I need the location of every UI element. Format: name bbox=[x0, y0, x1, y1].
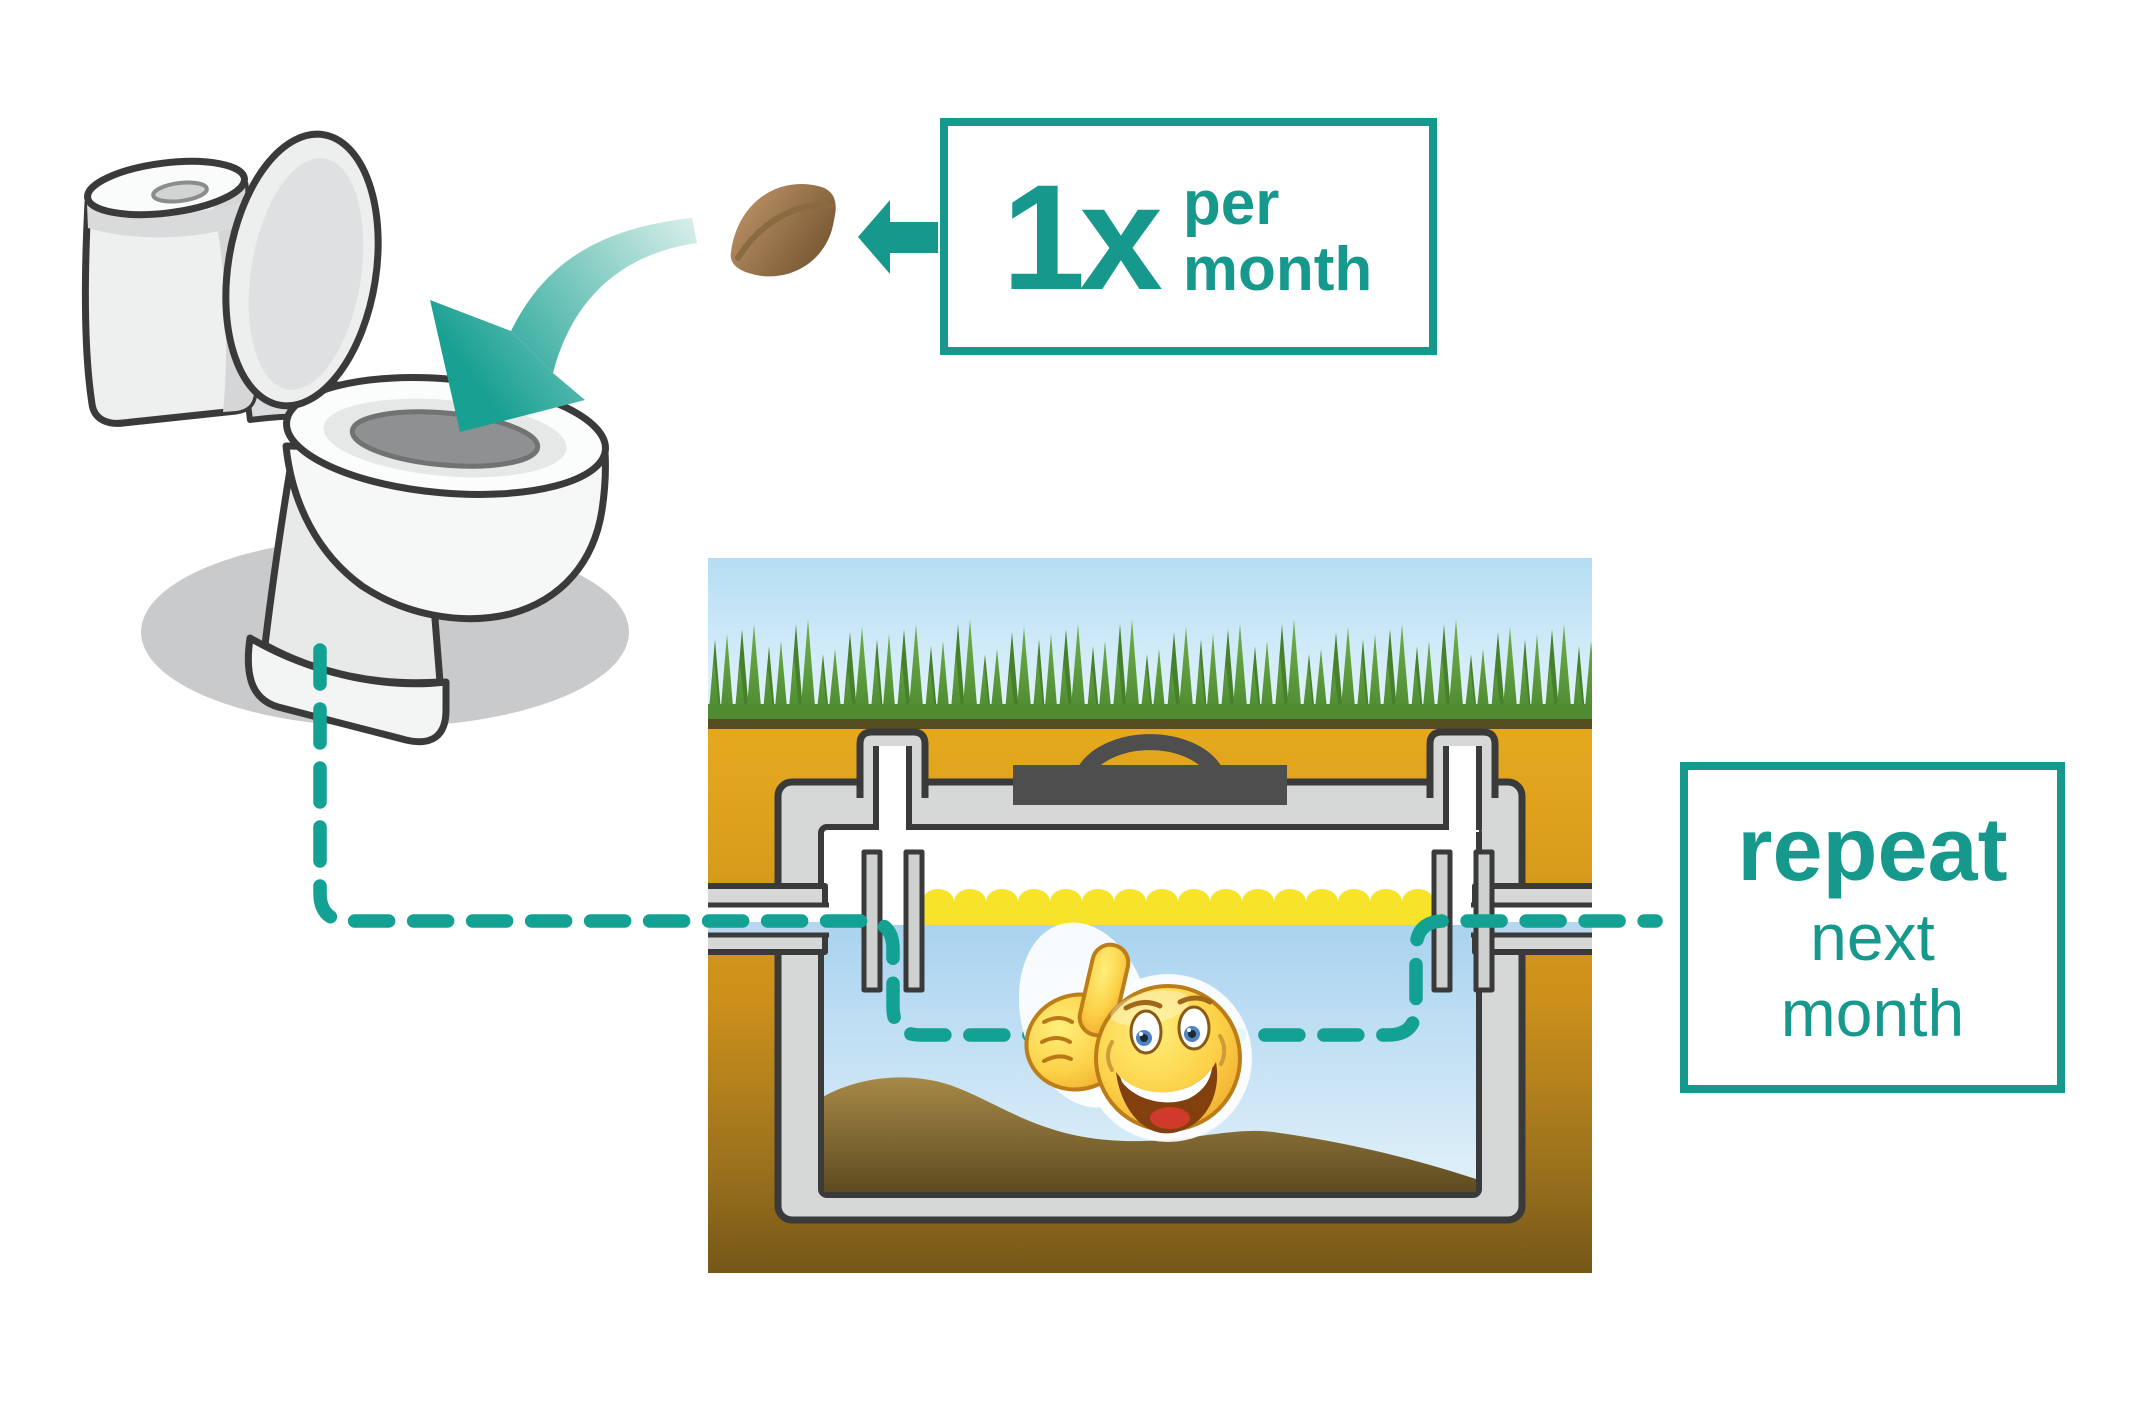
access-hatch bbox=[1013, 765, 1287, 805]
repeat-line1: repeat bbox=[1737, 800, 2008, 901]
toilet-lid-inner bbox=[248, 158, 364, 390]
inlet-baffle bbox=[861, 849, 925, 993]
repeat-box: repeat next month bbox=[1680, 762, 2065, 1093]
sludge-layer bbox=[824, 1077, 1476, 1192]
grass-base bbox=[708, 704, 1592, 719]
treatment-tablet-icon bbox=[730, 184, 836, 277]
flush-button bbox=[151, 180, 209, 204]
cistern-lip bbox=[87, 200, 247, 238]
inlet-riser-channel bbox=[873, 746, 912, 832]
repeat-line3: month bbox=[1780, 976, 1965, 1051]
thumbs-up-emoji-icon bbox=[1018, 922, 1252, 1142]
hatch-handle bbox=[1078, 734, 1222, 776]
grass bbox=[708, 619, 1592, 719]
outlet-riser-channel bbox=[1443, 746, 1482, 832]
frequency-unit-line2: month bbox=[1182, 234, 1373, 304]
frequency-unit-line1: per bbox=[1182, 168, 1280, 238]
toilet-bowl-hole bbox=[349, 409, 541, 469]
repeat-line2: next bbox=[1810, 899, 1935, 974]
emoji-face bbox=[1094, 984, 1242, 1134]
left-arrow-icon bbox=[858, 200, 938, 274]
frequency-value: 1x bbox=[1002, 152, 1163, 321]
drop-arrow-icon bbox=[430, 218, 697, 432]
toilet-illustration bbox=[81, 130, 629, 746]
scum-layer bbox=[922, 889, 1434, 925]
frequency-box: 1x per month bbox=[940, 118, 1437, 355]
topsoil-line bbox=[708, 719, 1592, 729]
flow-path bbox=[313, 643, 1663, 1042]
frequency-unit: per month bbox=[1182, 168, 1373, 304]
